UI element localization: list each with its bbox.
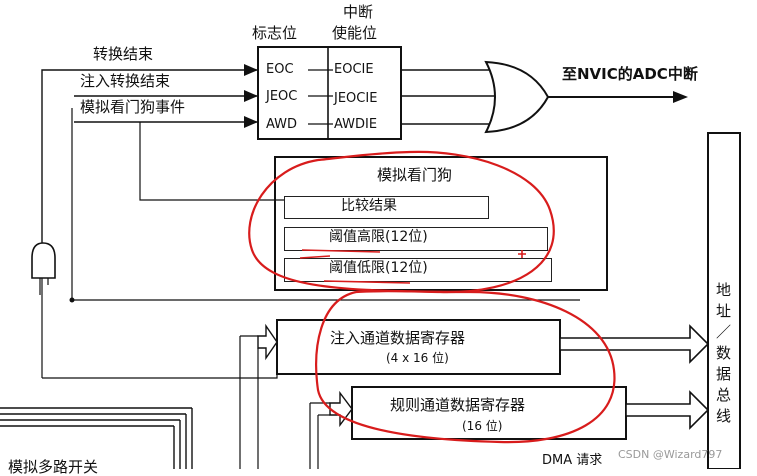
low-threshold-cell: 阈值低限(12位) [284, 258, 552, 282]
flag-header: 标志位 [252, 24, 298, 42]
input-conversion-done: 转换结束 [93, 45, 154, 63]
bus-label: 地址／数据总线 [714, 282, 732, 429]
enable-header-line2: 使能位 [332, 24, 378, 42]
enable-eocie: EOCIE [334, 62, 374, 77]
flag-eoc: EOC [266, 62, 294, 77]
or-gate [484, 60, 550, 134]
enable-header-line1: 中断 [343, 3, 374, 21]
mux-label: 模拟多路开关 [8, 458, 99, 476]
regular-register-dims: (16 位) [462, 419, 503, 433]
regular-register-title: 规则通道数据寄存器 [390, 396, 526, 414]
injected-register-title: 注入通道数据寄存器 [330, 329, 466, 347]
nvic-output-label: 至NVIC的ADC中断 [562, 65, 698, 83]
enable-awdie: AWDIE [334, 117, 378, 132]
watermark: CSDN @Wizard797 [618, 448, 723, 461]
compare-result-cell: 比较结果 [284, 196, 489, 219]
watchdog-title: 模拟看门狗 [377, 166, 453, 184]
high-threshold-cell: 阈值高限(12位) [284, 227, 548, 251]
flag-awd: AWD [266, 117, 298, 132]
input-watchdog-event: 模拟看门狗事件 [80, 98, 186, 116]
dma-request-label: DMA 请求 [542, 453, 603, 468]
flag-jeoc: JEOC [266, 89, 298, 104]
input-injected-done: 注入转换结束 [80, 72, 171, 90]
and-gate [31, 242, 56, 279]
injected-register-dims: (4 x 16 位) [386, 351, 449, 365]
enable-jeocie: JEOCIE [334, 91, 378, 106]
